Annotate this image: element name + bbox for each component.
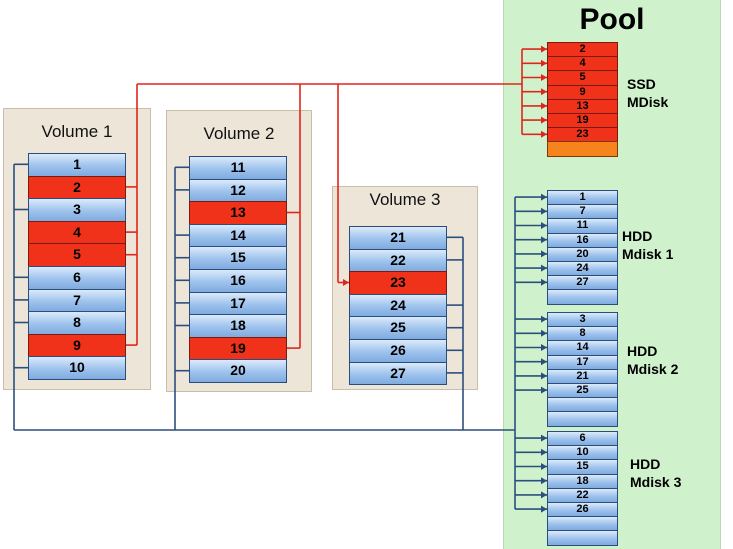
mdisk-label-name: Mdisk 1: [622, 246, 674, 262]
volume-extent: 18: [189, 314, 287, 338]
mdisk-label-type: HDD: [627, 343, 658, 359]
mdisk-label-type: HDD: [630, 456, 661, 472]
volume-title: Volume 3: [369, 190, 441, 209]
arrowhead: [541, 264, 547, 272]
mdisk-extent: [547, 141, 618, 157]
arrowhead: [541, 344, 547, 351]
arrowhead: [541, 193, 547, 201]
mdisk-extent: 24: [547, 261, 618, 277]
arrowhead: [541, 250, 547, 258]
arrowhead: [541, 372, 547, 380]
pool-title: Pool: [579, 3, 645, 36]
arrowhead: [541, 74, 547, 81]
arrowhead: [541, 102, 547, 110]
arrowhead: [541, 222, 547, 229]
mdisk-label-name: Mdisk 3: [630, 474, 682, 490]
mdisk-extent: 14: [547, 340, 618, 356]
arrowhead: [541, 463, 547, 470]
volume-extent: 19: [189, 336, 287, 361]
arrowhead: [541, 386, 547, 394]
mdisk-label-type: HDD: [622, 228, 653, 244]
arrowhead: [541, 59, 547, 67]
volume-extent: 10: [28, 356, 126, 380]
mdisk-label-type: SSD: [627, 76, 656, 92]
volume-extent: 27: [349, 361, 447, 386]
arrowhead: [541, 505, 547, 513]
mdisk-label-name: MDisk: [627, 94, 669, 110]
arrowhead: [541, 315, 547, 323]
arrowhead: [541, 329, 547, 337]
arrowhead: [541, 116, 547, 124]
mdisk-extent: [547, 289, 618, 305]
volume-title: Volume 2: [203, 124, 275, 143]
arrowhead: [541, 477, 547, 485]
arrowhead: [541, 88, 547, 96]
volume-title: Volume 1: [41, 122, 113, 141]
arrowhead: [541, 130, 547, 138]
volume-extent: 23: [349, 271, 447, 295]
mdisk-extent: [547, 530, 618, 546]
mdisk-extent: 16: [547, 232, 618, 248]
volume-extent: 25: [349, 316, 447, 340]
arrowhead: [343, 279, 349, 286]
arrowhead: [541, 358, 547, 366]
mdisk-extent: 15: [547, 459, 618, 475]
arrowhead: [541, 278, 547, 286]
arrowhead: [541, 45, 547, 53]
arrowhead: [541, 207, 547, 215]
mdisk-label-name: Mdisk 2: [627, 361, 679, 377]
arrowhead: [541, 448, 547, 456]
mdisk-extent: [547, 411, 618, 427]
volume-extent: 11: [189, 156, 287, 180]
arrowhead: [541, 491, 547, 499]
volume-extent: 20: [189, 359, 287, 383]
mdisk-extent: 17: [547, 354, 618, 370]
arrowhead: [541, 236, 547, 244]
arrowhead: [541, 434, 547, 442]
